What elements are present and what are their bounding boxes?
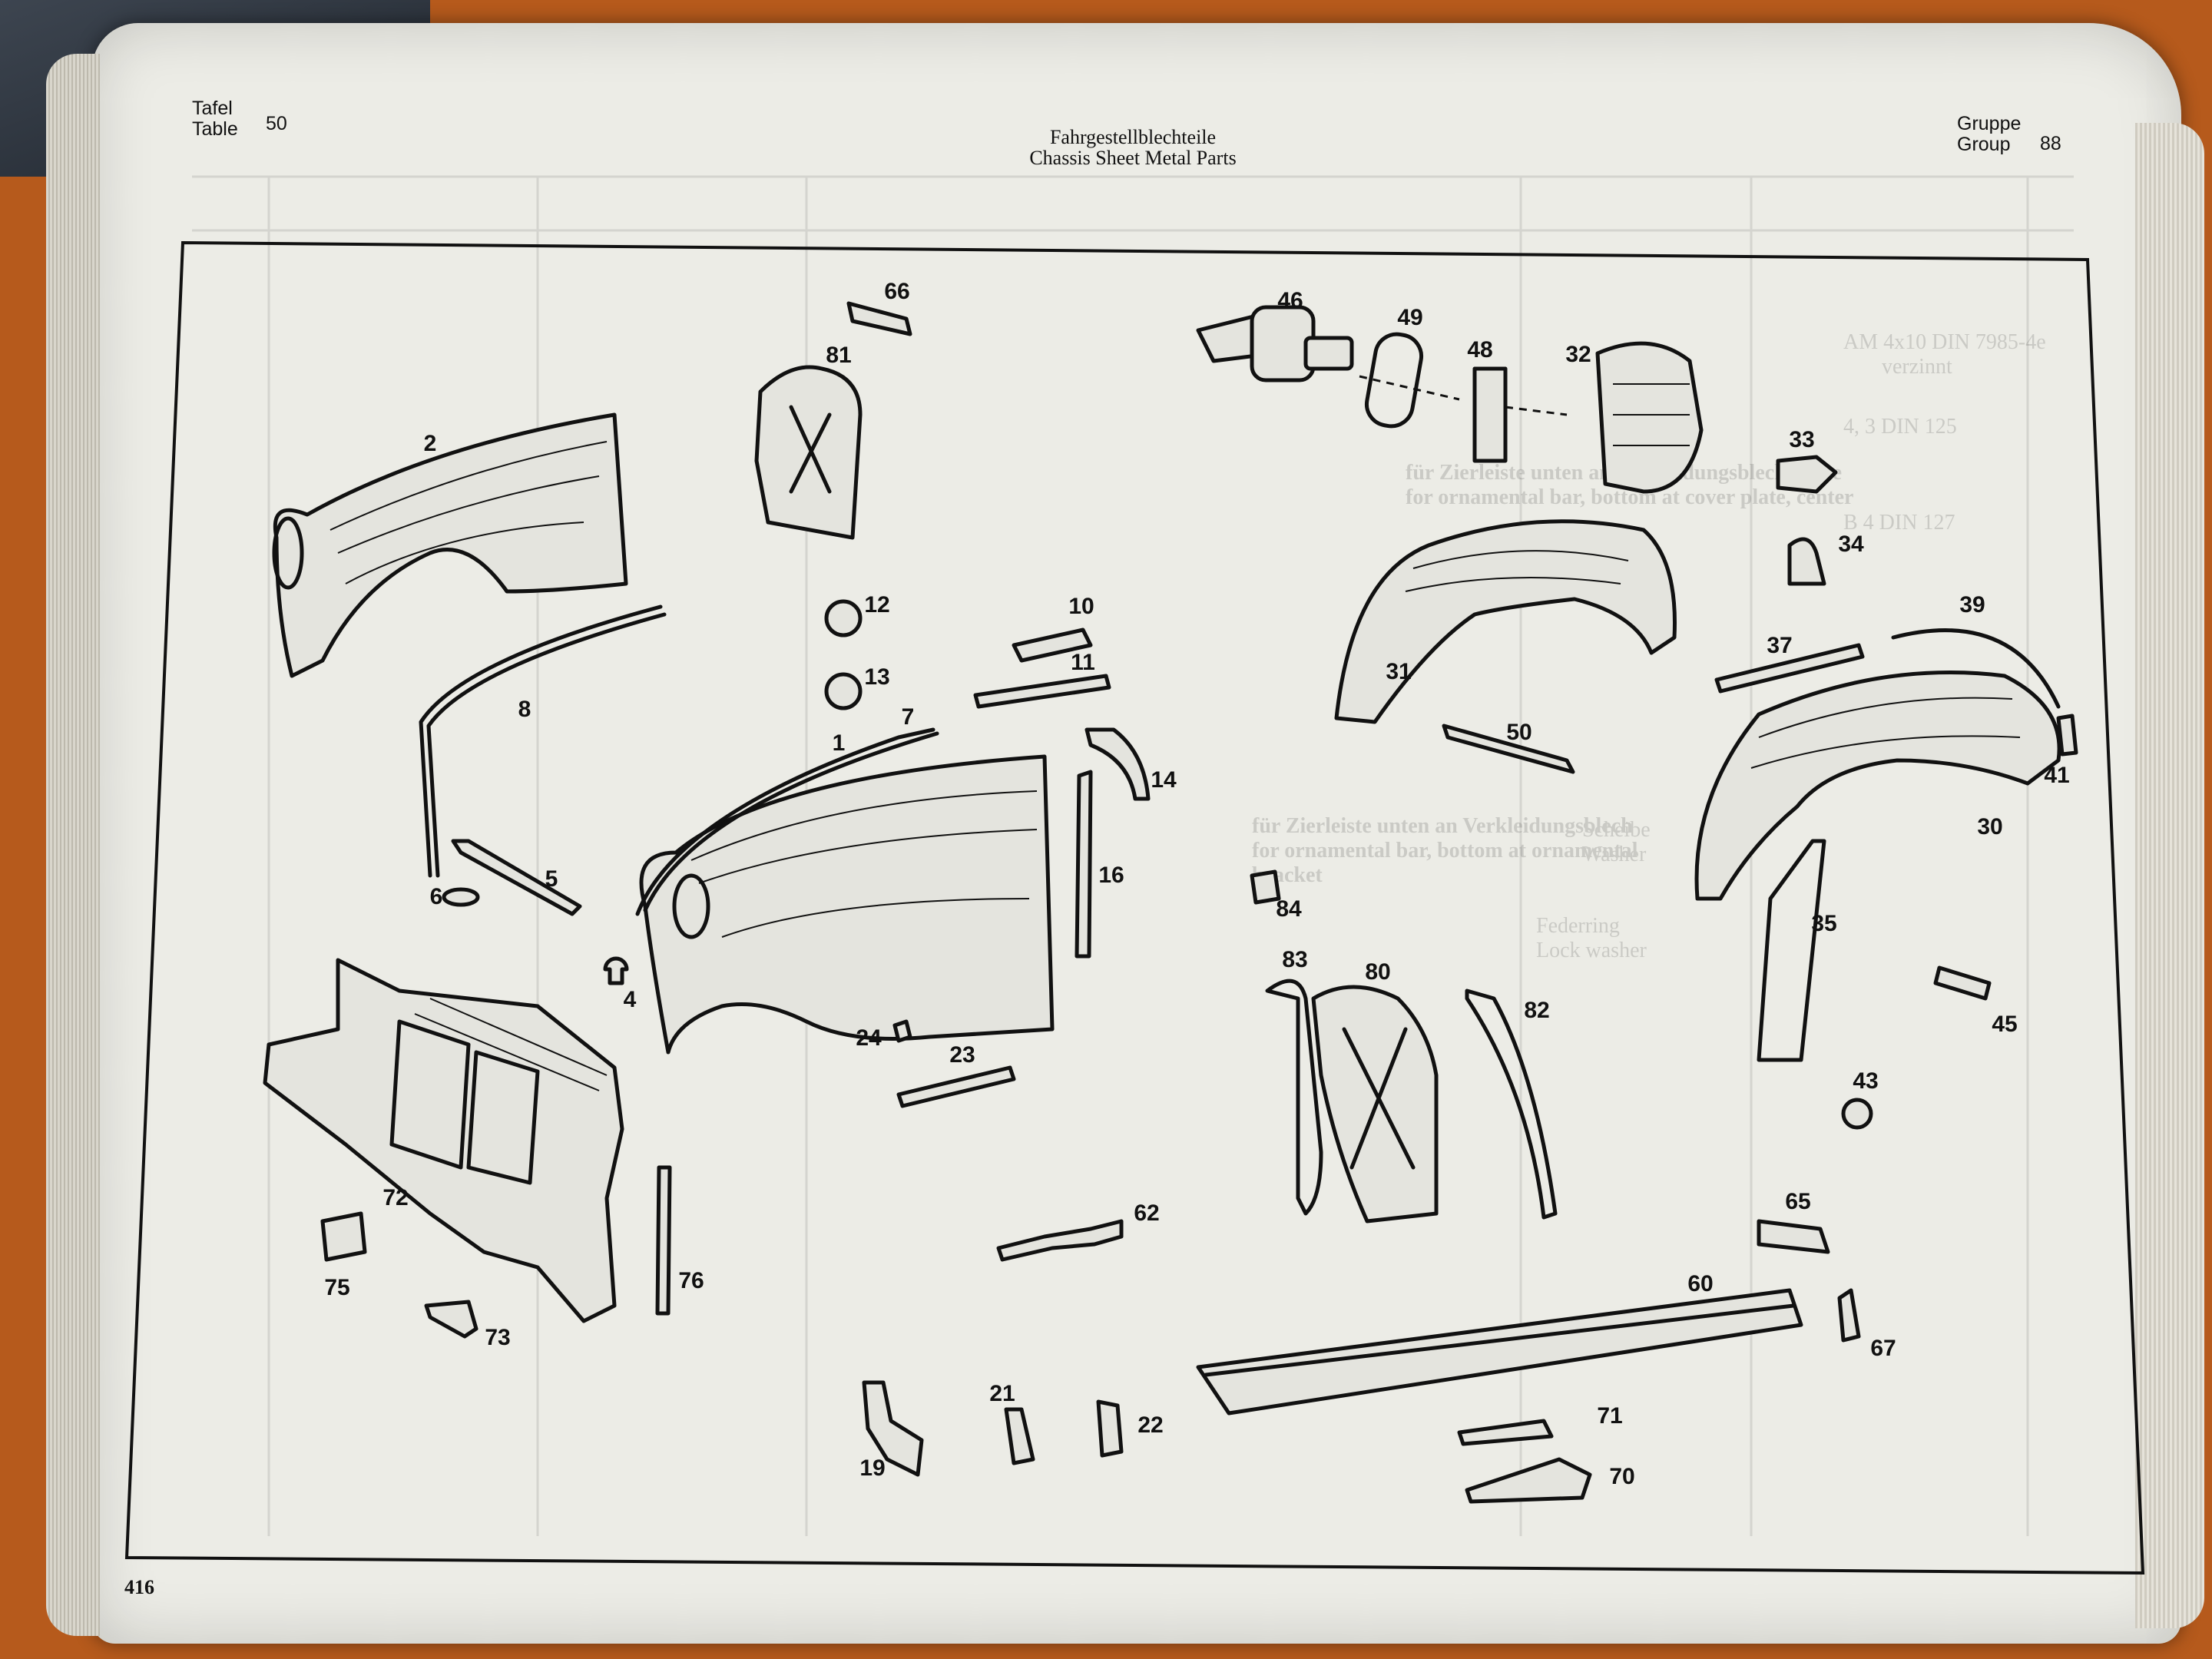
callout-8: 8 [518, 697, 531, 722]
callout-35: 35 [1811, 911, 1837, 936]
table-number: 50 [266, 113, 287, 134]
callout-16: 16 [1098, 863, 1124, 888]
callout-22: 22 [1137, 1412, 1164, 1438]
callout-60: 60 [1687, 1271, 1714, 1296]
callout-6: 6 [429, 884, 443, 909]
callout-72: 72 [382, 1185, 409, 1210]
bleed-line: Washer [1582, 843, 1647, 866]
callout-7: 7 [901, 704, 915, 730]
callout-43: 43 [1853, 1068, 1879, 1094]
callout-32: 32 [1565, 342, 1591, 367]
callout-12: 12 [864, 592, 890, 618]
bleed-line: verzinnt [1882, 355, 1952, 379]
bleed-line: for ornamental bar, bottom at cover plat… [1406, 485, 1854, 509]
callout-76: 76 [678, 1268, 704, 1293]
page-title: Fahrgestellblechteile Chassis Sheet Meta… [899, 127, 1367, 168]
title-german: Fahrgestellblechteile [1049, 126, 1217, 148]
group-number: 88 [2040, 133, 2061, 154]
callout-39: 39 [1959, 592, 1985, 618]
callout-37: 37 [1767, 633, 1793, 658]
callout-66: 66 [884, 279, 910, 304]
callout-84: 84 [1276, 896, 1302, 922]
callout-14: 14 [1151, 767, 1177, 793]
callout-50: 50 [1506, 720, 1532, 745]
bleed-line: 4, 3 DIN 125 [1843, 415, 1957, 439]
bleed-line: AM 4x10 DIN 7985-4e [1843, 330, 2046, 354]
callout-67: 67 [1870, 1336, 1896, 1361]
callout-45: 45 [1992, 1012, 2018, 1037]
callout-41: 41 [2044, 763, 2070, 788]
callout-83: 83 [1282, 947, 1308, 972]
bleed-line: for ornamental bar, bottom at ornamental [1252, 839, 1638, 863]
bleed-through-text: für Zierleiste unten an Verkleidungsblec… [192, 154, 2089, 1536]
callout-4: 4 [623, 987, 637, 1012]
callout-62: 62 [1134, 1200, 1160, 1226]
callout-49: 49 [1397, 305, 1423, 330]
callout-1: 1 [832, 730, 846, 756]
bleed-line: Scheibe [1582, 818, 1651, 842]
callout-80: 80 [1365, 959, 1391, 985]
callout-31: 31 [1386, 659, 1412, 684]
bleed-line: für Zierleiste unten an Verkleidungsblec… [1252, 814, 1633, 838]
title-english: Chassis Sheet Metal Parts [1029, 147, 1237, 169]
bleed-line: Lock washer [1536, 939, 1647, 962]
callout-82: 82 [1524, 998, 1550, 1023]
callout-24: 24 [856, 1025, 882, 1051]
callout-46: 46 [1277, 288, 1303, 313]
page-stack-edge [46, 54, 100, 1636]
group-label: Gruppe Group [1957, 113, 2022, 155]
callout-33: 33 [1789, 427, 1815, 452]
table-label: Tafel Table [192, 98, 238, 140]
callout-21: 21 [989, 1381, 1015, 1406]
callout-73: 73 [485, 1325, 511, 1350]
callout-65: 65 [1785, 1189, 1811, 1214]
callout-5: 5 [545, 866, 558, 892]
bleed-line: bracket [1252, 863, 1323, 887]
callout-2: 2 [423, 431, 437, 456]
callout-71: 71 [1597, 1403, 1623, 1429]
callout-70: 70 [1609, 1464, 1635, 1489]
callout-11: 11 [1071, 650, 1095, 675]
callout-48: 48 [1467, 337, 1493, 363]
page-stack-edge-right [2135, 123, 2204, 1628]
callout-13: 13 [864, 664, 890, 690]
callout-81: 81 [826, 343, 852, 368]
callout-10: 10 [1068, 594, 1094, 619]
callout-34: 34 [1838, 531, 1864, 557]
bleed-line: Federring [1536, 914, 1620, 938]
callout-75: 75 [324, 1275, 350, 1300]
callout-23: 23 [949, 1042, 975, 1068]
bleed-line: für Zierleiste unten an Verkleidungsblec… [1406, 461, 1843, 485]
callout-30: 30 [1977, 814, 2003, 839]
page-number: 416 [124, 1576, 154, 1598]
callout-19: 19 [859, 1455, 886, 1481]
